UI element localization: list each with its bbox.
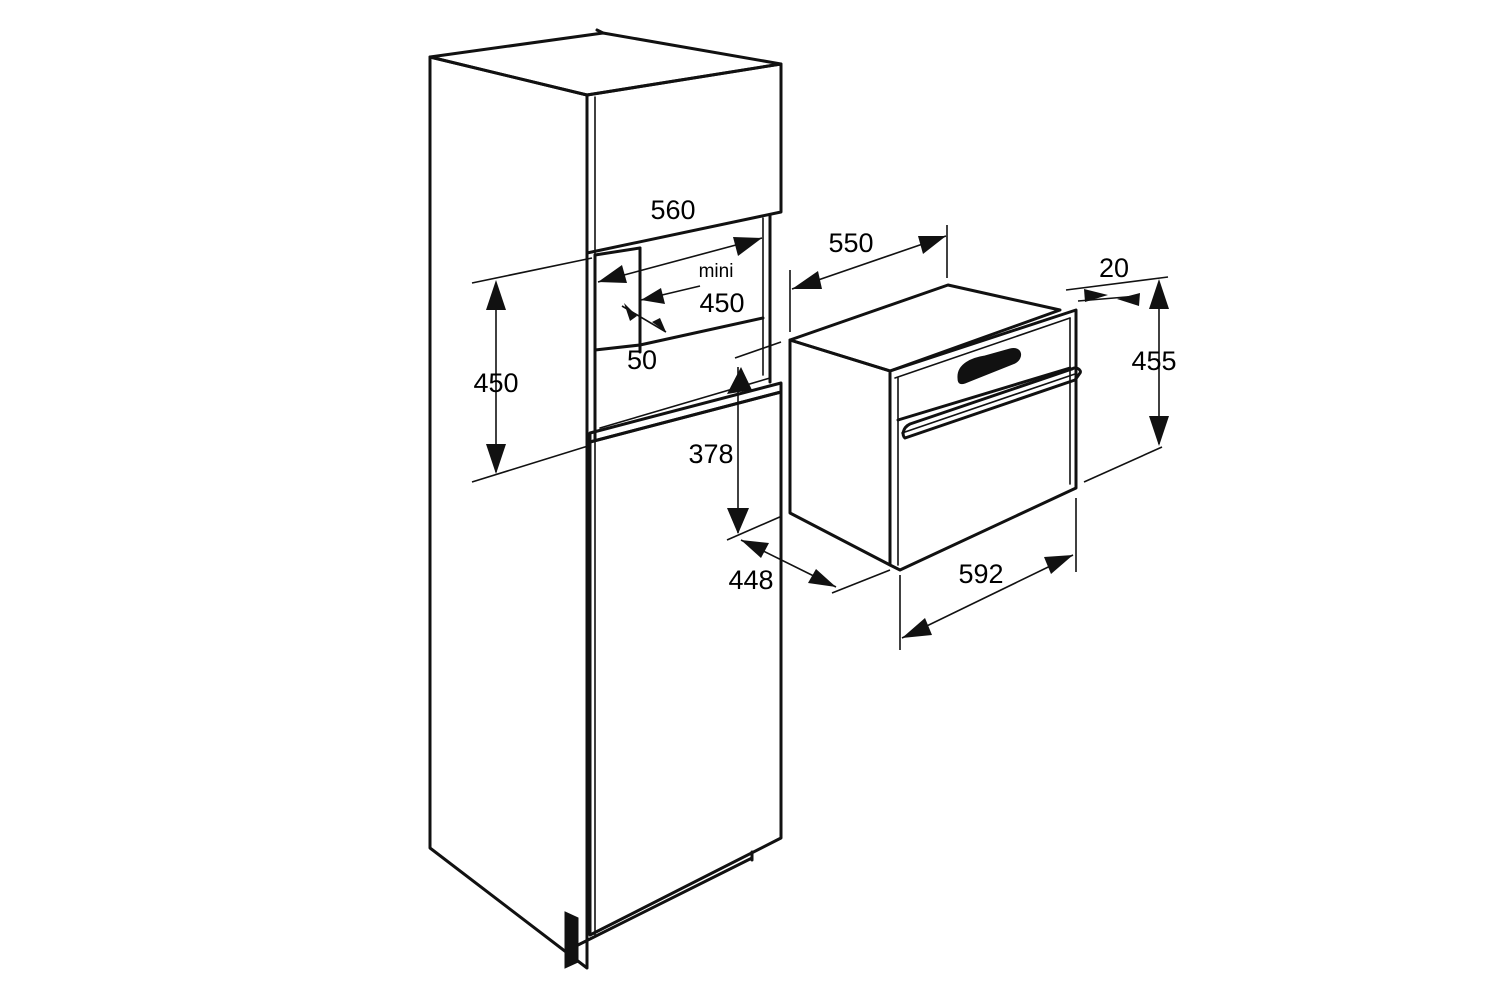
- dim-560-line: [597, 237, 763, 283]
- dim-378-ext: [734, 341, 782, 359]
- oven-body-side: [788, 338, 892, 567]
- dim-450-height-arrow-top: [486, 280, 506, 310]
- oven-door-handle: [901, 366, 1082, 440]
- label-20: 20: [1099, 253, 1129, 283]
- dim-450-depth-arrow: [641, 288, 665, 304]
- niche-top-back: [593, 246, 642, 257]
- dim-455-arrow-bottom: [1149, 416, 1169, 446]
- cabinet-dimensions: 560 mini 450 50 450 378: [471, 195, 782, 534]
- dim-560-arrow-left: [598, 265, 627, 283]
- oven-unit: [788, 283, 1082, 572]
- plinth-line: [576, 856, 754, 947]
- dim-448-ext-right: [831, 569, 891, 594]
- dim-378-arrow-bottom: [727, 508, 749, 534]
- dim-450-height-arrow-bottom: [486, 444, 506, 474]
- dim-455-ext-bottom: [1083, 446, 1163, 483]
- tall-cabinet: [428, 28, 783, 970]
- dim-592-arrow-left: [902, 618, 932, 638]
- lower-door: [588, 390, 783, 937]
- dim-448-ext-left: [726, 515, 783, 541]
- oven-display-window: [957, 348, 1022, 385]
- cabinet-side-panel: [428, 55, 589, 970]
- label-450-height: 450: [473, 368, 518, 398]
- oven-dimensions: 550 20 455 448 592: [726, 225, 1177, 650]
- oven-handle-top: [901, 373, 1076, 434]
- oven-panel-bevel-top: [894, 317, 1071, 379]
- oven-front-panel: [888, 308, 1078, 572]
- oven-niche: [588, 213, 783, 444]
- dim-50-arrow-right: [652, 318, 666, 332]
- cabinet-top-rim: [595, 28, 605, 35]
- dim-592-line: [901, 554, 1074, 639]
- upper-door: [585, 62, 783, 255]
- dim-448-arrow-right: [808, 569, 836, 587]
- label-560: 560: [650, 195, 695, 225]
- dim-378-arrow-top: [727, 367, 752, 394]
- niche-floor-back: [593, 316, 765, 352]
- dim-448-arrow-left: [741, 540, 769, 558]
- dim-450-ext-top: [471, 257, 593, 284]
- label-50: 50: [627, 345, 657, 375]
- dim-50-arrow-left: [624, 303, 637, 321]
- dim-450-ext-bottom: [471, 445, 589, 483]
- dim-550-arrow-right: [918, 236, 946, 254]
- label-455: 455: [1131, 346, 1176, 376]
- oven-control-divider: [896, 366, 1072, 422]
- dim-20-arrow-right: [1117, 293, 1140, 306]
- dim-20-ext-a: [1065, 276, 1169, 291]
- label-378: 378: [688, 439, 733, 469]
- cabinet-plinth: [564, 911, 579, 969]
- dim-550-arrow-left: [792, 271, 822, 289]
- label-550: 550: [828, 228, 873, 258]
- dim-455-arrow-top: [1149, 279, 1169, 309]
- cabinet-top-face: [428, 31, 783, 97]
- label-mini: mini: [699, 261, 734, 282]
- label-448: 448: [728, 565, 773, 595]
- label-592: 592: [958, 559, 1003, 589]
- dim-20-arrow-left: [1084, 289, 1108, 302]
- dim-592-arrow-right: [1044, 555, 1073, 574]
- oven-body-top: [788, 283, 1062, 373]
- dim-560-arrow-right: [733, 237, 762, 256]
- label-450-depth: 450: [699, 288, 744, 318]
